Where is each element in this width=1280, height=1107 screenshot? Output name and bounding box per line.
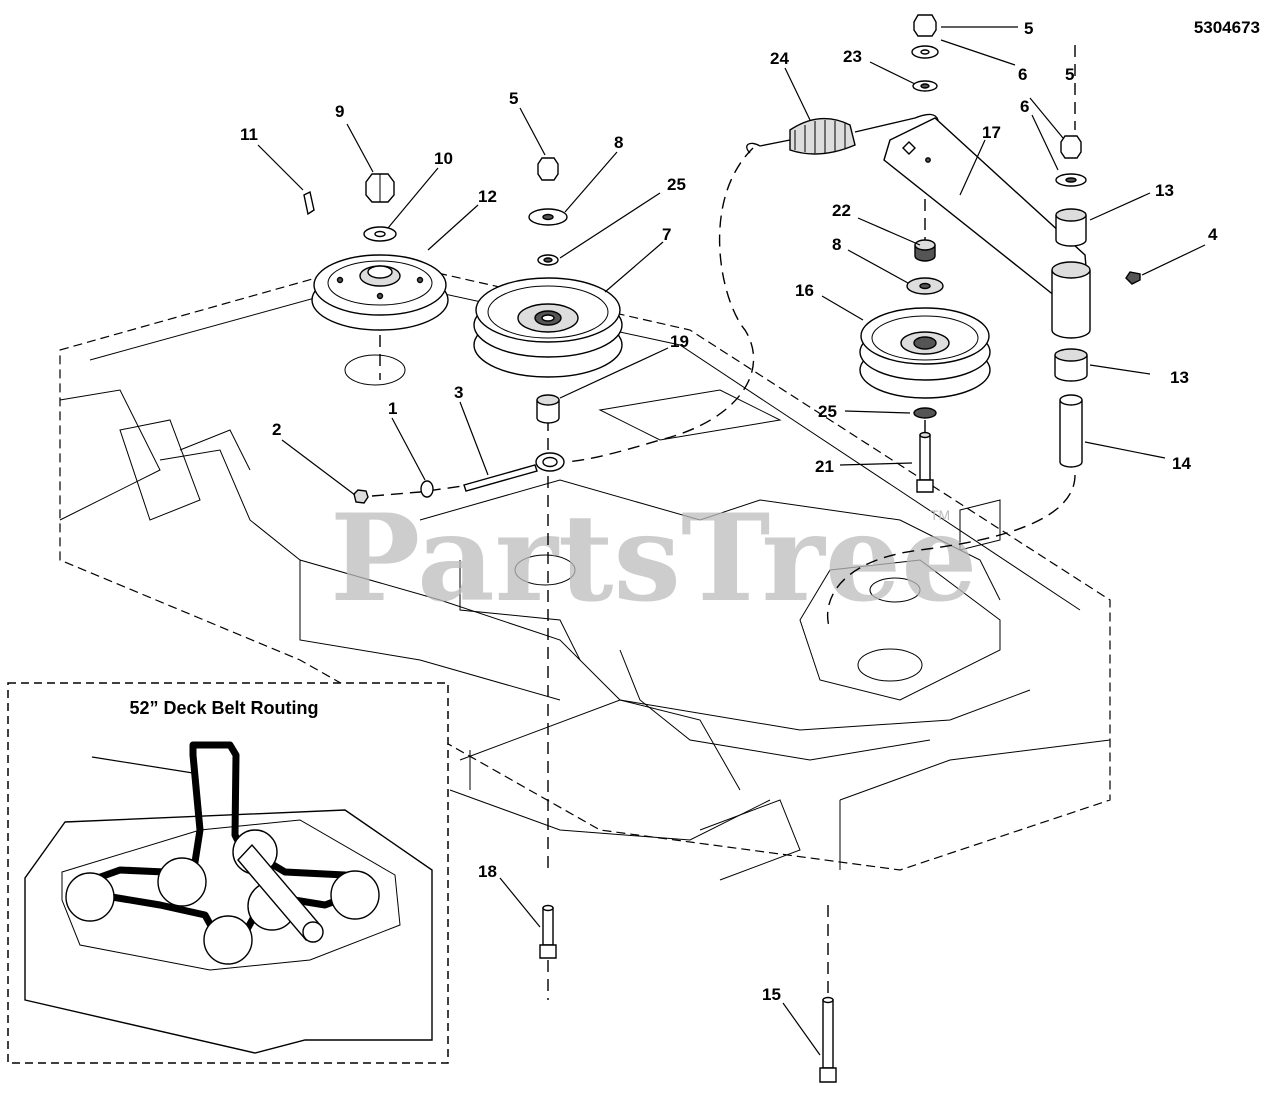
nut-5-center [537,157,559,181]
pulley-16 [859,307,991,399]
nut-5-right [1060,135,1082,159]
assembly-lines [371,45,1076,1000]
spacer-22 [914,239,936,262]
key-11 [303,190,315,216]
washer-6-top [911,45,939,59]
callout-4: 4 [1208,225,1218,244]
callout-8-center: 8 [614,133,623,152]
callout-5-center: 5 [509,89,518,108]
sleeve-arm-pivot [1051,261,1091,339]
callout-25-center: 25 [667,175,686,194]
washer-25-right [913,407,937,419]
callout-6-right: 6 [1020,97,1029,116]
nut-5-top [913,14,937,37]
callout-16: 16 [795,281,814,300]
leader-lines [257,26,1206,1056]
callout-23: 23 [843,47,862,66]
pulley-7 [473,277,623,378]
callout-19: 19 [670,332,689,351]
washer-8-right [906,277,944,295]
callout-6-top: 6 [1018,65,1027,84]
washer-6-right [1055,173,1087,187]
spacer-25-center [537,254,559,266]
belt-routing-inset: 52” Deck Belt Routing [7,682,449,1064]
washer-8-center [528,208,568,226]
callout-21: 21 [815,457,834,476]
callout-5-right: 5 [1065,65,1074,84]
nut-9 [365,173,395,203]
callout-2: 2 [272,420,281,439]
watermark: PartsTree TM [330,488,977,629]
callout-13-bottom: 13 [1170,368,1189,387]
callout-11: 11 [240,125,258,144]
bolt-18 [539,904,557,959]
bushing-13-top [1055,208,1087,247]
washer-10 [363,226,397,242]
diagram-part-number: 5304673 [1194,18,1260,37]
callout-17: 17 [982,123,1001,142]
callout-3: 3 [454,383,463,402]
callout-14: 14 [1172,454,1191,473]
bolt-21 [916,431,934,493]
callout-1: 1 [388,399,397,418]
callout-10: 10 [434,149,453,168]
callout-22: 22 [832,201,851,220]
callout-24: 24 [770,49,789,68]
inset-title: 52” Deck Belt Routing [129,698,318,718]
washer-23 [912,80,938,92]
callout-15: 15 [762,985,781,1004]
svg-text:TM: TM [930,507,950,523]
nut-2 [353,489,369,504]
callout-8-right: 8 [832,235,841,254]
callout-5-top: 5 [1024,19,1033,38]
svg-text:PartsTree: PartsTree [330,488,977,629]
callout-13-top: 13 [1155,181,1174,200]
bushing-13-bottom [1054,348,1088,382]
bushing-19 [536,394,560,424]
eyebolt-3 [463,452,565,492]
callout-25-right: 25 [818,402,837,421]
callout-9: 9 [335,102,344,121]
fitting-4 [1125,271,1141,285]
callout-12: 12 [478,187,497,206]
spacer-14 [1059,394,1083,468]
bolt-15 [819,996,837,1083]
washer-1 [420,480,434,498]
callout-7: 7 [662,225,671,244]
callout-18: 18 [478,862,497,881]
pulley-12 [311,254,449,331]
